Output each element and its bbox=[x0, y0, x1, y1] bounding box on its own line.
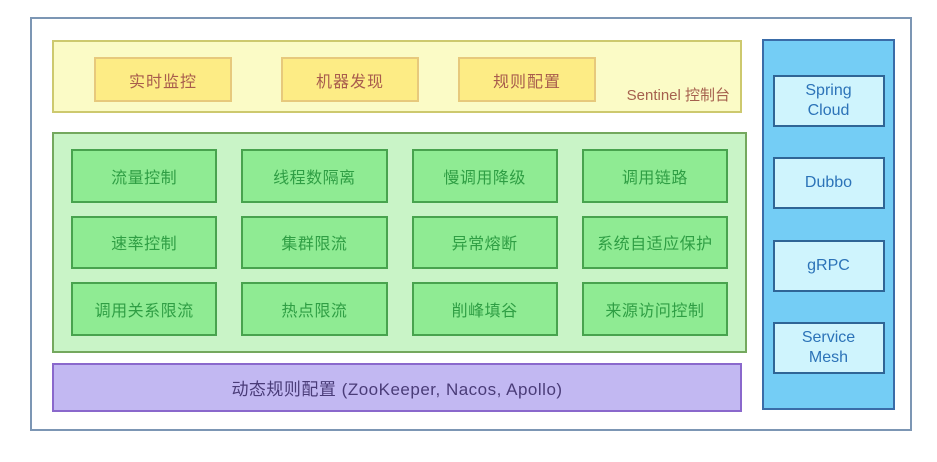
core-item-flow-control: 流量控制 bbox=[71, 149, 218, 203]
core-item-hotspot-limiting: 热点限流 bbox=[241, 282, 388, 336]
core-item-cluster-limiting: 集群限流 bbox=[241, 215, 388, 270]
core-item-call-chain: 调用链路 bbox=[581, 149, 728, 203]
core-item-origin-access-control: 来源访问控制 bbox=[581, 282, 728, 336]
core-item-relation-limiting: 调用关系限流 bbox=[71, 282, 218, 336]
adapter-service-mesh: Service Mesh bbox=[772, 321, 885, 374]
dynamic-rule-config-bar: 动态规则配置 (ZooKeeper, Nacos, Apollo) bbox=[52, 363, 742, 412]
adapter-spring-cloud: Spring Cloud bbox=[772, 75, 885, 128]
core-item-rate-control: 速率控制 bbox=[71, 215, 218, 270]
core-item-peak-shaving: 削峰填谷 bbox=[411, 282, 558, 336]
core-capabilities-panel: 流量控制 线程数隔离 慢调用降级 调用链路 速率控制 集群限流 异常熔断 系统自… bbox=[52, 132, 747, 353]
console-item-rule-config: 规则配置 bbox=[458, 57, 596, 102]
diagram-frame: 实时监控 机器发现 规则配置 Sentinel 控制台 流量控制 线程数隔离 慢… bbox=[30, 17, 912, 431]
core-item-thread-isolation: 线程数隔离 bbox=[241, 149, 388, 203]
console-item-realtime-monitoring: 实时监控 bbox=[94, 57, 232, 102]
core-item-exception-circuit-break: 异常熔断 bbox=[411, 215, 558, 270]
core-item-system-adaptive-protection: 系统自适应保护 bbox=[581, 215, 728, 270]
core-item-slow-call-degrade: 慢调用降级 bbox=[411, 149, 558, 203]
adapter-dubbo: Dubbo bbox=[772, 157, 885, 210]
console-panel-label: Sentinel 控制台 bbox=[626, 87, 730, 104]
adapter-grpc: gRPC bbox=[772, 239, 885, 292]
console-panel: 实时监控 机器发现 规则配置 Sentinel 控制台 bbox=[52, 40, 742, 113]
adapters-panel: Spring Cloud Dubbo gRPC Service Mesh bbox=[762, 39, 895, 410]
console-item-machine-discovery: 机器发现 bbox=[281, 57, 419, 102]
